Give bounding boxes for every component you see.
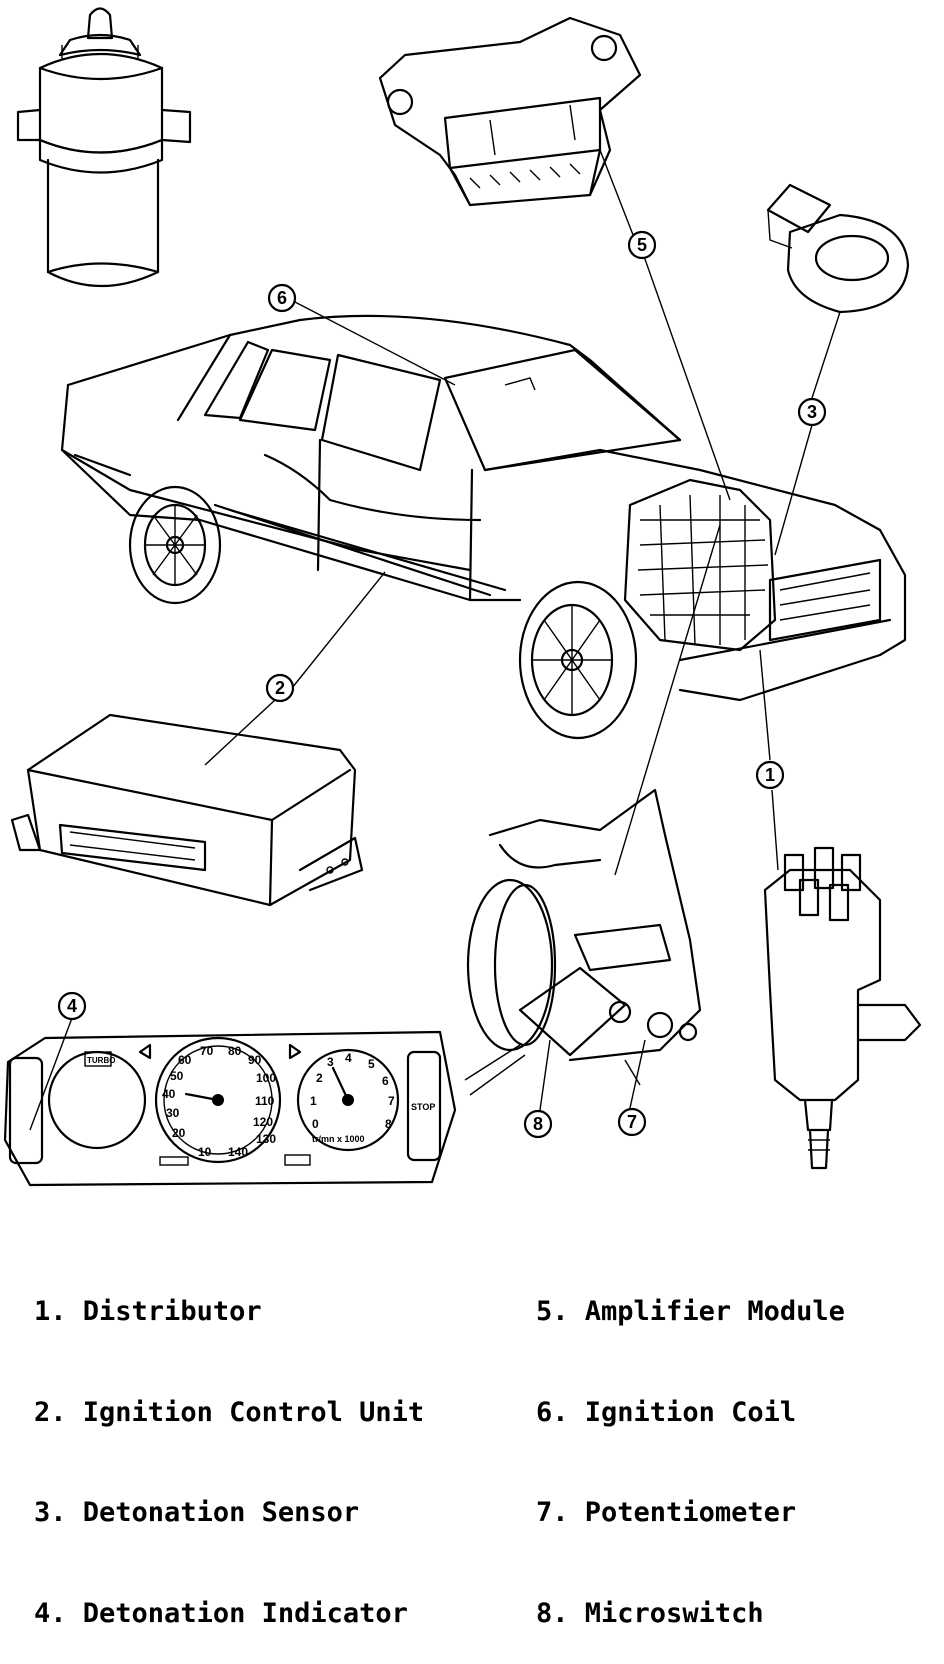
speedo-tick: 130 — [256, 1132, 276, 1146]
detonation-sensor-drawing — [766, 183, 910, 314]
tacho-unit: tr/mn x 1000 — [312, 1134, 365, 1144]
legend-item-2: 2. Ignition Control Unit — [34, 1396, 425, 1428]
leader-2-down — [204, 699, 276, 766]
leader-6 — [294, 301, 456, 386]
leader-1-down — [771, 789, 779, 871]
speedo-tick: 70 — [200, 1044, 214, 1058]
tacho-tick: 3 — [327, 1055, 334, 1069]
leader-1 — [759, 649, 771, 761]
legend-item-5: 5. Amplifier Module — [536, 1296, 845, 1327]
callout-8-text: 8 — [533, 1114, 543, 1134]
leader-7 — [629, 1039, 646, 1109]
tacho-tick: 7 — [388, 1094, 395, 1108]
legend-item-7: 7. Potentiometer — [536, 1497, 797, 1528]
legend-left-column: 1. Distributor 2. Ignition Control Unit … — [34, 1228, 424, 1664]
indicator-panel-labels: STOP — [411, 1102, 435, 1112]
speedometer-labels: 20 30 40 50 60 70 80 90 100 110 120 130 … — [162, 1044, 276, 1159]
tacho-tick: 6 — [382, 1074, 389, 1088]
leader-8 — [539, 1039, 551, 1111]
turbo-label: TURBO — [87, 1056, 115, 1065]
diagram-stage: 1 2 3 4 5 6 7 8 20 30 40 50 60 70 80 90 … — [3, 7, 922, 1629]
ignition-control-unit-drawing — [10, 713, 364, 907]
tacho-tick: 5 — [368, 1057, 375, 1071]
speedo-tick: 30 — [166, 1106, 180, 1120]
leader-4 — [29, 1017, 73, 1131]
legend-item-6: 6. Ignition Coil — [536, 1396, 797, 1428]
callout-6: 6 — [267, 283, 297, 313]
tacho-tick: 2 — [316, 1071, 323, 1085]
legend-right-column: 5. Amplifier Module 6. Ignition Coil 7. … — [536, 1228, 845, 1664]
callout-4: 4 — [57, 991, 87, 1021]
throttle-body-drawing — [464, 788, 702, 1096]
boost-gauge-labels: TURBO — [87, 1056, 115, 1065]
instrument-cluster-drawing — [3, 1030, 457, 1187]
legend-item-4: 4. Detonation Indicator — [34, 1597, 408, 1629]
leader-5 — [639, 244, 731, 501]
stop-label: STOP — [411, 1102, 435, 1112]
callout-8: 8 — [523, 1109, 553, 1139]
distributor-drawing — [763, 846, 922, 1170]
leader-engine-throttle — [614, 524, 721, 876]
tacho-tick: 4 — [345, 1051, 352, 1065]
speedo-tick: 100 — [256, 1071, 276, 1085]
speedo-tick: 20 — [172, 1126, 186, 1140]
speedo-tick: 10 — [198, 1145, 212, 1159]
speedo-tick: 140 — [228, 1145, 248, 1159]
leader-lines — [29, 149, 841, 1131]
speedo-tick: 50 — [170, 1069, 184, 1083]
callout-2-text: 2 — [275, 678, 285, 698]
speedo-tick: 110 — [255, 1094, 275, 1108]
car-drawing — [60, 314, 907, 740]
leader-2 — [291, 571, 386, 689]
speedo-tick: 90 — [248, 1053, 262, 1067]
speedo-tick: 40 — [162, 1087, 176, 1101]
callout-1-text: 1 — [765, 765, 775, 785]
callout-4-text: 4 — [67, 996, 77, 1016]
callout-3-text: 3 — [807, 402, 817, 422]
tacho-tick: 0 — [312, 1117, 319, 1131]
tacho-tick: 8 — [385, 1117, 392, 1131]
leader-3-up — [811, 311, 841, 399]
ignition-coil-drawing — [16, 7, 192, 287]
speedo-tick: 120 — [253, 1115, 273, 1129]
callout-7-text: 7 — [627, 1112, 637, 1132]
tachometer-labels: 0 1 2 3 4 5 6 7 8 tr/mn x 1000 — [310, 1051, 395, 1144]
ignition-system-diagram: 1 2 3 4 5 6 7 8 20 30 40 50 60 70 80 90 … — [3, 7, 922, 1187]
legend-item-1: 1. Distributor — [34, 1296, 262, 1327]
callout-5-text: 5 — [637, 235, 647, 255]
amplifier-module-drawing — [378, 16, 642, 207]
tacho-tick: 1 — [310, 1094, 317, 1108]
speedo-tick: 60 — [178, 1053, 192, 1067]
callout-6-text: 6 — [277, 288, 287, 308]
leader-3 — [774, 424, 813, 556]
legend-item-3: 3. Detonation Sensor — [34, 1497, 360, 1528]
callout-1: 1 — [755, 760, 785, 790]
callout-7: 7 — [617, 1107, 647, 1137]
callout-2: 2 — [265, 673, 295, 703]
legend-item-8: 8. Microswitch — [536, 1597, 764, 1629]
callout-3: 3 — [797, 397, 827, 427]
speedo-tick: 80 — [228, 1044, 242, 1058]
callout-5: 5 — [627, 230, 657, 260]
